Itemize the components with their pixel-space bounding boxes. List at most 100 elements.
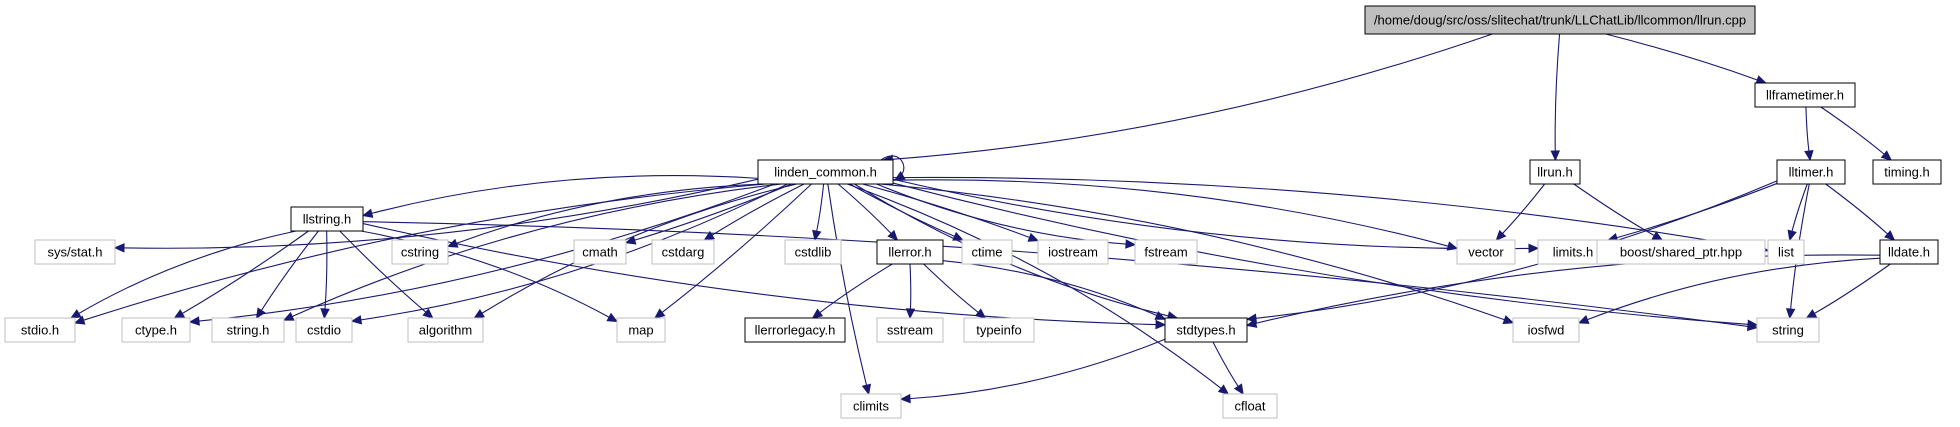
node-box [1767,239,1805,265]
edge-lldate-to-iosfwd [1577,257,1881,324]
edge-stdtypes-to-climits [899,338,1166,404]
node-box [1872,159,1942,185]
node-box [1456,239,1516,265]
edge-linden_common-to-map [654,183,812,319]
node-stdtypes[interactable]: stdtypes.h [1164,317,1248,343]
node-label: /home/doug/src/oss/slitechat/trunk/LLCha… [1374,13,1746,28]
edge-arrowhead [811,308,824,319]
edge-arrowhead [703,230,715,241]
edge-llstring-to-algorithm [339,230,434,319]
edge-arrowhead [173,309,186,319]
edge-line [909,338,1166,400]
edge-linden_common-to-cfloat [847,183,1230,395]
node-label: cstdio [307,323,341,338]
edge-line [816,183,825,232]
edge-line [481,183,797,314]
edge-llerror-to-sstream [905,263,916,320]
node-label: stdio.h [21,323,59,338]
node-box [1776,159,1846,185]
node-lldate[interactable]: lldate.h [1879,239,1939,265]
node-linden-common[interactable]: linden_common.h [757,159,894,185]
node-llerror[interactable]: llerror.h [876,239,944,265]
node-box [1596,239,1766,265]
node-label: llerror.h [888,245,931,260]
node-box [295,317,353,343]
edge-arrowhead [113,243,125,253]
node-label: stdtypes.h [1176,323,1235,338]
edge-arrowhead [952,231,964,241]
edge-arrowhead [899,393,911,404]
edge-arrowhead [1155,319,1167,330]
edge-arrowhead [1805,309,1818,319]
edge-line [1573,183,1655,237]
edge-linden_common-to-iosfwd [880,183,1515,325]
edge-arrowhead [255,307,266,320]
node-timing[interactable]: timing.h [1872,159,1942,185]
node-cstdlib: cstdlib [784,239,842,265]
node-cstring: cstring [391,239,449,265]
node-label: linden_common.h [774,165,877,180]
edge-line [260,230,319,311]
node-climits: climits [840,393,902,419]
node-box [616,317,666,343]
edge-arrowhead [905,308,916,320]
node-box [963,317,1035,343]
node-box [1512,317,1580,343]
node-box [876,239,944,265]
edge-linden_common-to-sys_stat [113,178,759,253]
node-label: lltimer.h [1789,165,1834,180]
edge-line [362,221,1749,327]
node-boost-shared-ptr: boost/shared_ptr.hpp [1596,239,1766,265]
edge-llerror-to-llerrorlegacy [811,263,893,319]
node-root[interactable]: /home/doug/src/oss/slitechat/trunk/LLCha… [1364,5,1756,35]
edge-linden_common-to-algorithm [473,183,797,319]
node-fstream: fstream [1134,239,1198,265]
edge-arrowhead [654,308,666,319]
edge-line [1255,180,1778,319]
edge-line [847,183,1222,389]
node-label: ctype.h [135,323,177,338]
node-box [1164,317,1248,343]
node-box [1222,393,1278,419]
node-llframetimer[interactable]: llframetimer.h [1754,82,1856,108]
node-label: cstdlib [795,245,832,260]
node-llerrorlegacy[interactable]: llerrorlegacy.h [744,317,846,343]
edge-arrowhead [188,316,200,326]
edge-line [661,183,812,313]
edge-arrowhead [361,208,374,218]
edge-line [1805,106,1810,152]
node-llstring[interactable]: llstring.h [290,206,364,232]
edge-arrowhead [1785,308,1796,320]
node-box [651,239,715,265]
node-typeinfo: typeinfo [963,317,1035,343]
edge-llerror-to-typeinfo [923,263,987,319]
node-string-h: string.h [211,317,285,343]
edge-linden_common-to-stdio_h [73,183,766,325]
node-box [1037,239,1109,265]
node-label: boost/shared_ptr.hpp [1620,245,1742,260]
edge-linden_common-to-climits [827,183,872,396]
node-box [1756,317,1820,343]
node-label: cfloat [1234,399,1265,414]
edge-llrun_h-to-boost_shared_ptr [1573,183,1664,241]
nodes-layer: /home/doug/src/oss/slitechat/trunk/LLCha… [4,5,1942,419]
node-llrun-h[interactable]: llrun.h [1529,159,1581,185]
node-sys-stat: sys/stat.h [34,239,116,265]
edge-line [78,230,297,314]
edge-arrowhead [350,315,363,325]
edge-llstring-to-string [362,221,1759,332]
node-label: cstring [401,245,439,260]
edge-line [198,183,775,322]
edge-line [339,230,427,313]
edge-line [1212,341,1239,387]
node-lltimer[interactable]: lltimer.h [1776,159,1846,185]
edge-arrowhead [1550,150,1561,162]
edge-line [892,182,1749,325]
edge-lltimer-to-limits_h [1606,182,1778,243]
edge-line [1825,183,1888,235]
edge-linden_common-to-cstdlib [812,183,825,242]
edge-arrowhead [1502,315,1515,325]
edge-lldate-to-stdtypes [1245,254,1881,328]
